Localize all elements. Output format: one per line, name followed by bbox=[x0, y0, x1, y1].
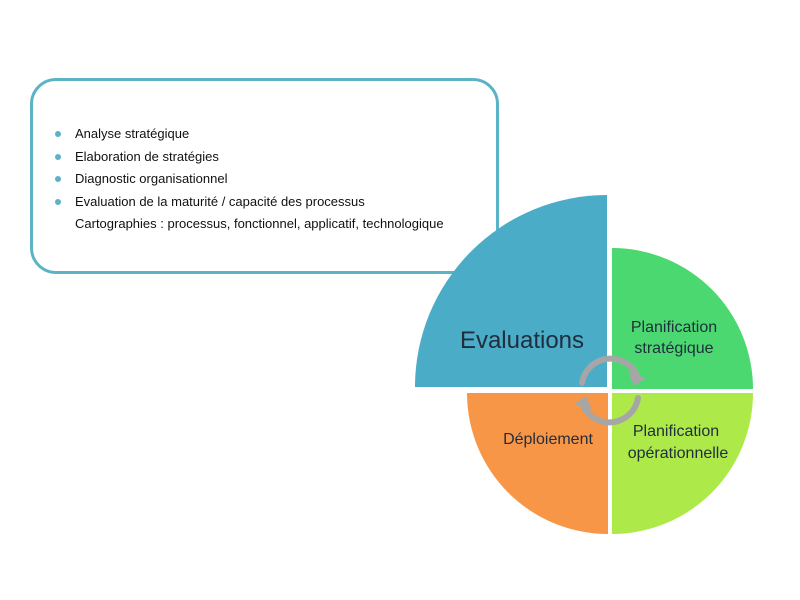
planification-strategique-label-line2: stratégique bbox=[634, 340, 713, 357]
bullet-item: Analyse stratégique bbox=[53, 123, 444, 146]
deploiement-segment bbox=[467, 393, 608, 534]
planification-strategique-segment bbox=[612, 248, 753, 389]
bullet-text: Diagnostic organisationnel bbox=[75, 171, 228, 186]
info-box: Analyse stratégique Elaboration de strat… bbox=[30, 78, 499, 274]
bullet-dot-icon bbox=[55, 198, 61, 205]
bullet-dot-icon bbox=[55, 131, 61, 137]
bullet-text: Analyse stratégique bbox=[75, 126, 190, 141]
planification-operationnelle-label-line1: Planification bbox=[633, 423, 719, 440]
bullet-text: Cartographies : processus, fonctionnel, … bbox=[75, 216, 444, 231]
bullet-item: Elaboration de stratégies bbox=[53, 146, 444, 169]
bullet-list: Analyse stratégique Elaboration de strat… bbox=[53, 123, 444, 236]
bullet-item: Diagnostic organisationnel bbox=[53, 168, 444, 191]
bullet-dot-icon bbox=[55, 153, 61, 160]
bullet-dot-icon bbox=[55, 176, 61, 182]
bullet-text: Elaboration de stratégies bbox=[75, 148, 219, 164]
bullet-item: Cartographies : processus, fonctionnel, … bbox=[53, 213, 444, 236]
deploiement-label: Déploiement bbox=[503, 431, 593, 448]
planification-operationnelle-label-line2: opérationnelle bbox=[628, 445, 729, 462]
planification-operationnelle-segment bbox=[612, 393, 753, 534]
arrowhead-right-icon bbox=[628, 372, 646, 386]
bullet-item: Evaluation de la maturité / capacité des… bbox=[53, 191, 444, 214]
cycle-arrow-top-icon bbox=[579, 355, 641, 386]
evaluations-segment bbox=[415, 195, 607, 387]
bullet-text: Evaluation de la maturité / capacité des… bbox=[75, 193, 365, 209]
cycle-arrow-bottom-icon bbox=[579, 395, 641, 426]
planification-strategique-label-line1: Planification bbox=[631, 319, 717, 336]
arrowhead-left-icon bbox=[574, 396, 592, 410]
evaluations-label: Evaluations bbox=[460, 327, 584, 354]
